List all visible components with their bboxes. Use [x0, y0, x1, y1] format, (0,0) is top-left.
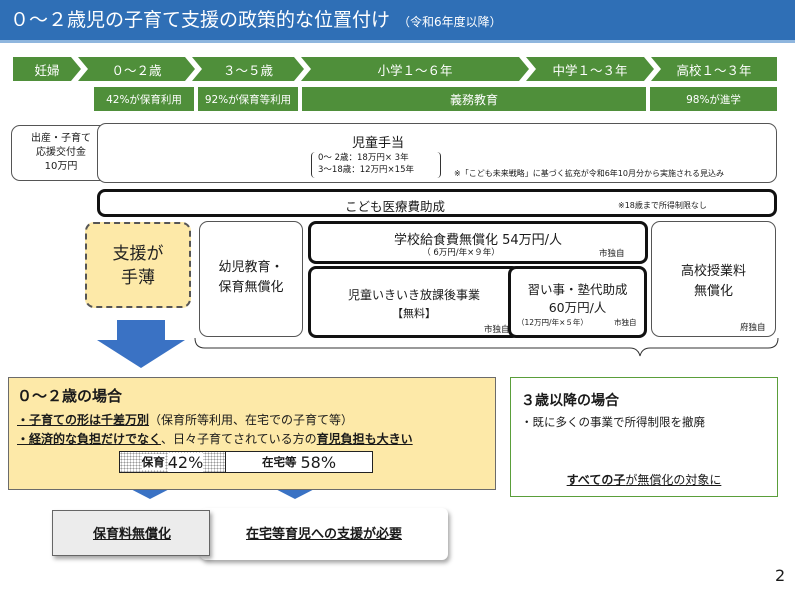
preschool-line2: 保育無償化	[218, 280, 284, 295]
case-3-bullet: ・既に多くの事業で所得制限を撤廃	[521, 415, 705, 429]
birth-support-line1: 出産・子育て	[31, 133, 91, 144]
child-allowance-detail2: 3～18歳：12万円×15年	[318, 165, 414, 175]
home-support-label: 在宅等育児への支援が必要	[245, 527, 402, 542]
lessons-tag: 市独自	[614, 318, 637, 327]
hs-tuition-box: 高校授業料 無償化 府独自	[651, 221, 776, 337]
case-3-result-bold: すべての子	[566, 473, 626, 487]
support-thin-line2: 手薄	[121, 268, 155, 288]
case-0-2-bullet2-mid: 、日々子育てされている方の	[161, 432, 317, 446]
support-thin-box: 支援が 手薄	[85, 222, 191, 308]
child-allowance-detail: 0～ 2歳：18万円× 3年 3～18歳：12万円×15年	[311, 152, 441, 178]
case-0-2-bullet2-bold2: 育児負担も大きい	[316, 432, 413, 446]
home-support-box: 在宅等育児への支援が必要	[200, 508, 448, 560]
medical-title: こども医療費助成	[344, 199, 445, 214]
case-0-2-bullet1-bold: ・子育ての形は千差万別	[17, 413, 150, 427]
case-3-title: ３歳以降の場合	[521, 393, 619, 409]
preschool-box: 幼児教育・ 保育無償化	[199, 221, 303, 337]
arrow-down-icon	[97, 320, 185, 368]
stage-pregnant: 妊婦	[13, 57, 81, 81]
page-number: 2	[775, 566, 786, 585]
ratio-nursery-pct: 42%	[167, 452, 204, 472]
page-title: ０～２歳児の子育て支援の政策的な位置付け （令和6年度以降）	[0, 0, 795, 40]
child-allowance-title: 児童手当	[351, 136, 404, 151]
stage-0-2: ０～２歳	[78, 57, 195, 81]
free-nursery-box: 保育料無償化	[52, 510, 210, 556]
case-3-result: すべての子が無償化の対象に	[511, 471, 777, 488]
case-0-2-bullet1-rest: （保育所等利用、在宅での子育て等）	[149, 413, 354, 427]
stage-high-school: 高校１～３年	[651, 57, 777, 81]
ratio-nursery-label: 保育	[141, 454, 165, 470]
school-lunch-sub: （ 6万円/年×９年）	[422, 248, 500, 258]
case-0-2-bullet2-bold: ・経済的な負担だけでなく	[17, 432, 162, 446]
lessons-box: 習い事・塾代助成 60万円/人 （12万円/年×５年） 市独自	[508, 266, 647, 338]
ratio-home-pct: 58%	[300, 452, 337, 472]
medical-box: こども医療費助成 ※18歳まで所得制限なし	[97, 189, 777, 217]
school-lunch-box: 学校給食費無償化 54万円/人 （ 6万円/年×９年） 市独自	[308, 221, 648, 264]
band-0-2: 42%が保育利用	[94, 87, 194, 111]
birth-support-line2: 応援交付金	[36, 147, 86, 158]
case-0-2-title: ０～２歳の場合	[17, 387, 123, 405]
lessons-sub: （12万円/年×５年）	[517, 318, 588, 327]
band-compulsory: 義務教育	[302, 87, 646, 111]
child-allowance-box: 児童手当 0～ 2歳：18万円× 3年 3～18歳：12万円×15年 ※「こども…	[97, 123, 777, 183]
case-0-2-box: ０～２歳の場合 ・子育ての形は千差万別（保育所等利用、在宅での子育て等） ・経済…	[8, 377, 496, 490]
child-allowance-detail1: 0～ 2歳：18万円× 3年	[318, 153, 409, 163]
case-0-2-bullet2: ・経済的な負担だけでなく、日々子育てされている方の育児負担も大きい	[17, 430, 413, 447]
hs-tuition-line1: 高校授業料	[680, 264, 746, 279]
title-sub: （令和6年度以降）	[398, 15, 502, 29]
title-main: ０～２歳児の子育て支援の政策的な位置付け	[10, 9, 391, 31]
afterschool-title: 児童いきいき放課後事業	[347, 288, 480, 302]
hs-tuition-line2: 無償化	[693, 284, 733, 299]
child-allowance-note: ※「こども未来戦略」に基づく拡充が令和6年10月分から実施される見込み	[454, 169, 724, 178]
afterschool-box: 児童いきいき放課後事業 【無料】 市独自	[308, 266, 520, 338]
ratio-home-label: 在宅等	[261, 455, 297, 469]
preschool-line1: 幼児教育・	[218, 260, 284, 275]
stage-3-5: ３～５歳	[192, 57, 304, 81]
case-3-result-rest: が無償化の対象に	[625, 473, 722, 487]
birth-support-line3: 10万円	[44, 161, 78, 172]
band-3-5: 92%が保育等利用	[198, 87, 298, 111]
school-lunch-title: 学校給食費無償化 54万円/人	[393, 233, 563, 248]
lessons-line1: 習い事・塾代助成	[527, 282, 628, 297]
bracket	[194, 337, 779, 357]
afterschool-tag: 市独自	[484, 325, 510, 335]
support-thin-line1: 支援が	[112, 244, 164, 264]
school-lunch-tag: 市独自	[599, 249, 625, 259]
medical-note: ※18歳まで所得制限なし	[618, 201, 707, 210]
title-underline	[0, 40, 795, 43]
case-3-box: ３歳以降の場合 ・既に多くの事業で所得制限を撤廃 すべての子が無償化の対象に	[510, 377, 778, 497]
case-0-2-bullet1: ・子育ての形は千差万別（保育所等利用、在宅での子育て等）	[17, 411, 353, 428]
lessons-line2: 60万円/人	[548, 300, 607, 315]
birth-support-box: 出産・子育て 応援交付金 10万円	[11, 125, 111, 181]
afterschool-sub: 【無料】	[392, 307, 436, 320]
stage-elementary: 小学１～６年	[301, 57, 529, 81]
free-nursery-label: 保育料無償化	[92, 527, 171, 542]
band-high-school: 98%が進学	[650, 87, 777, 111]
hs-tuition-tag: 府独自	[740, 323, 766, 333]
stage-junior-high: 中学１～３年	[526, 57, 654, 81]
